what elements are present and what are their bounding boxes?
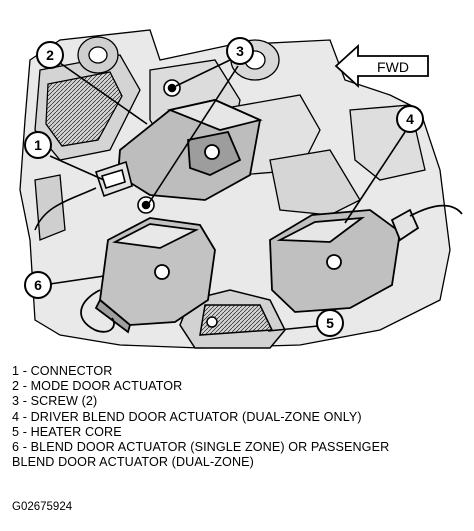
legend-item-1: 1 - CONNECTOR — [12, 364, 113, 378]
mode-door-actuator — [117, 99, 263, 201]
leader-lines — [49, 59, 406, 332]
legend-item-4: 4 - DRIVER BLEND DOOR ACTUATOR (DUAL-ZON… — [12, 409, 362, 424]
callout-1: 1 — [24, 131, 52, 159]
callout-2: 2 — [36, 41, 64, 69]
figure-id: G02675924 — [12, 501, 73, 513]
legend-item-6: 6 - BLEND DOOR ACTUATOR (SINGLE ZONE) OR… — [12, 440, 390, 455]
legend: 1 - CONNECTOR 2 - MODE DOOR ACTUATOR 3 -… — [12, 364, 472, 470]
callout-5-label: 5 — [326, 315, 334, 331]
callout-5: 5 — [316, 309, 344, 337]
callout-3: 3 — [226, 37, 254, 65]
forward-arrow: FWD — [334, 43, 429, 89]
legend-item-5: 5 - HEATER CORE — [12, 424, 122, 439]
legend-item-6-continued: BLEND DOOR ACTUATOR (DUAL-ZONE) — [12, 455, 254, 470]
blend-door-actuator — [80, 217, 216, 334]
legend-item-3: 3 - SCREW (2) — [12, 394, 98, 409]
connector — [34, 160, 133, 231]
callout-4-label: 4 — [406, 111, 414, 127]
driver-blend-door-actuator — [269, 204, 463, 313]
legend-item-2: 2 - MODE DOOR ACTUATOR — [12, 379, 183, 394]
forward-label: FWD — [377, 59, 409, 75]
actuator-illustration: FWD 1 2 3 4 5 6 — [19, 29, 463, 349]
heater-core — [179, 289, 286, 349]
callout-1-label: 1 — [34, 137, 42, 153]
callout-6: 6 — [24, 271, 52, 299]
callout-4: 4 — [396, 105, 424, 133]
callout-2-label: 2 — [46, 47, 54, 63]
callout-6-label: 6 — [34, 277, 42, 293]
callout-3-label: 3 — [236, 43, 244, 59]
